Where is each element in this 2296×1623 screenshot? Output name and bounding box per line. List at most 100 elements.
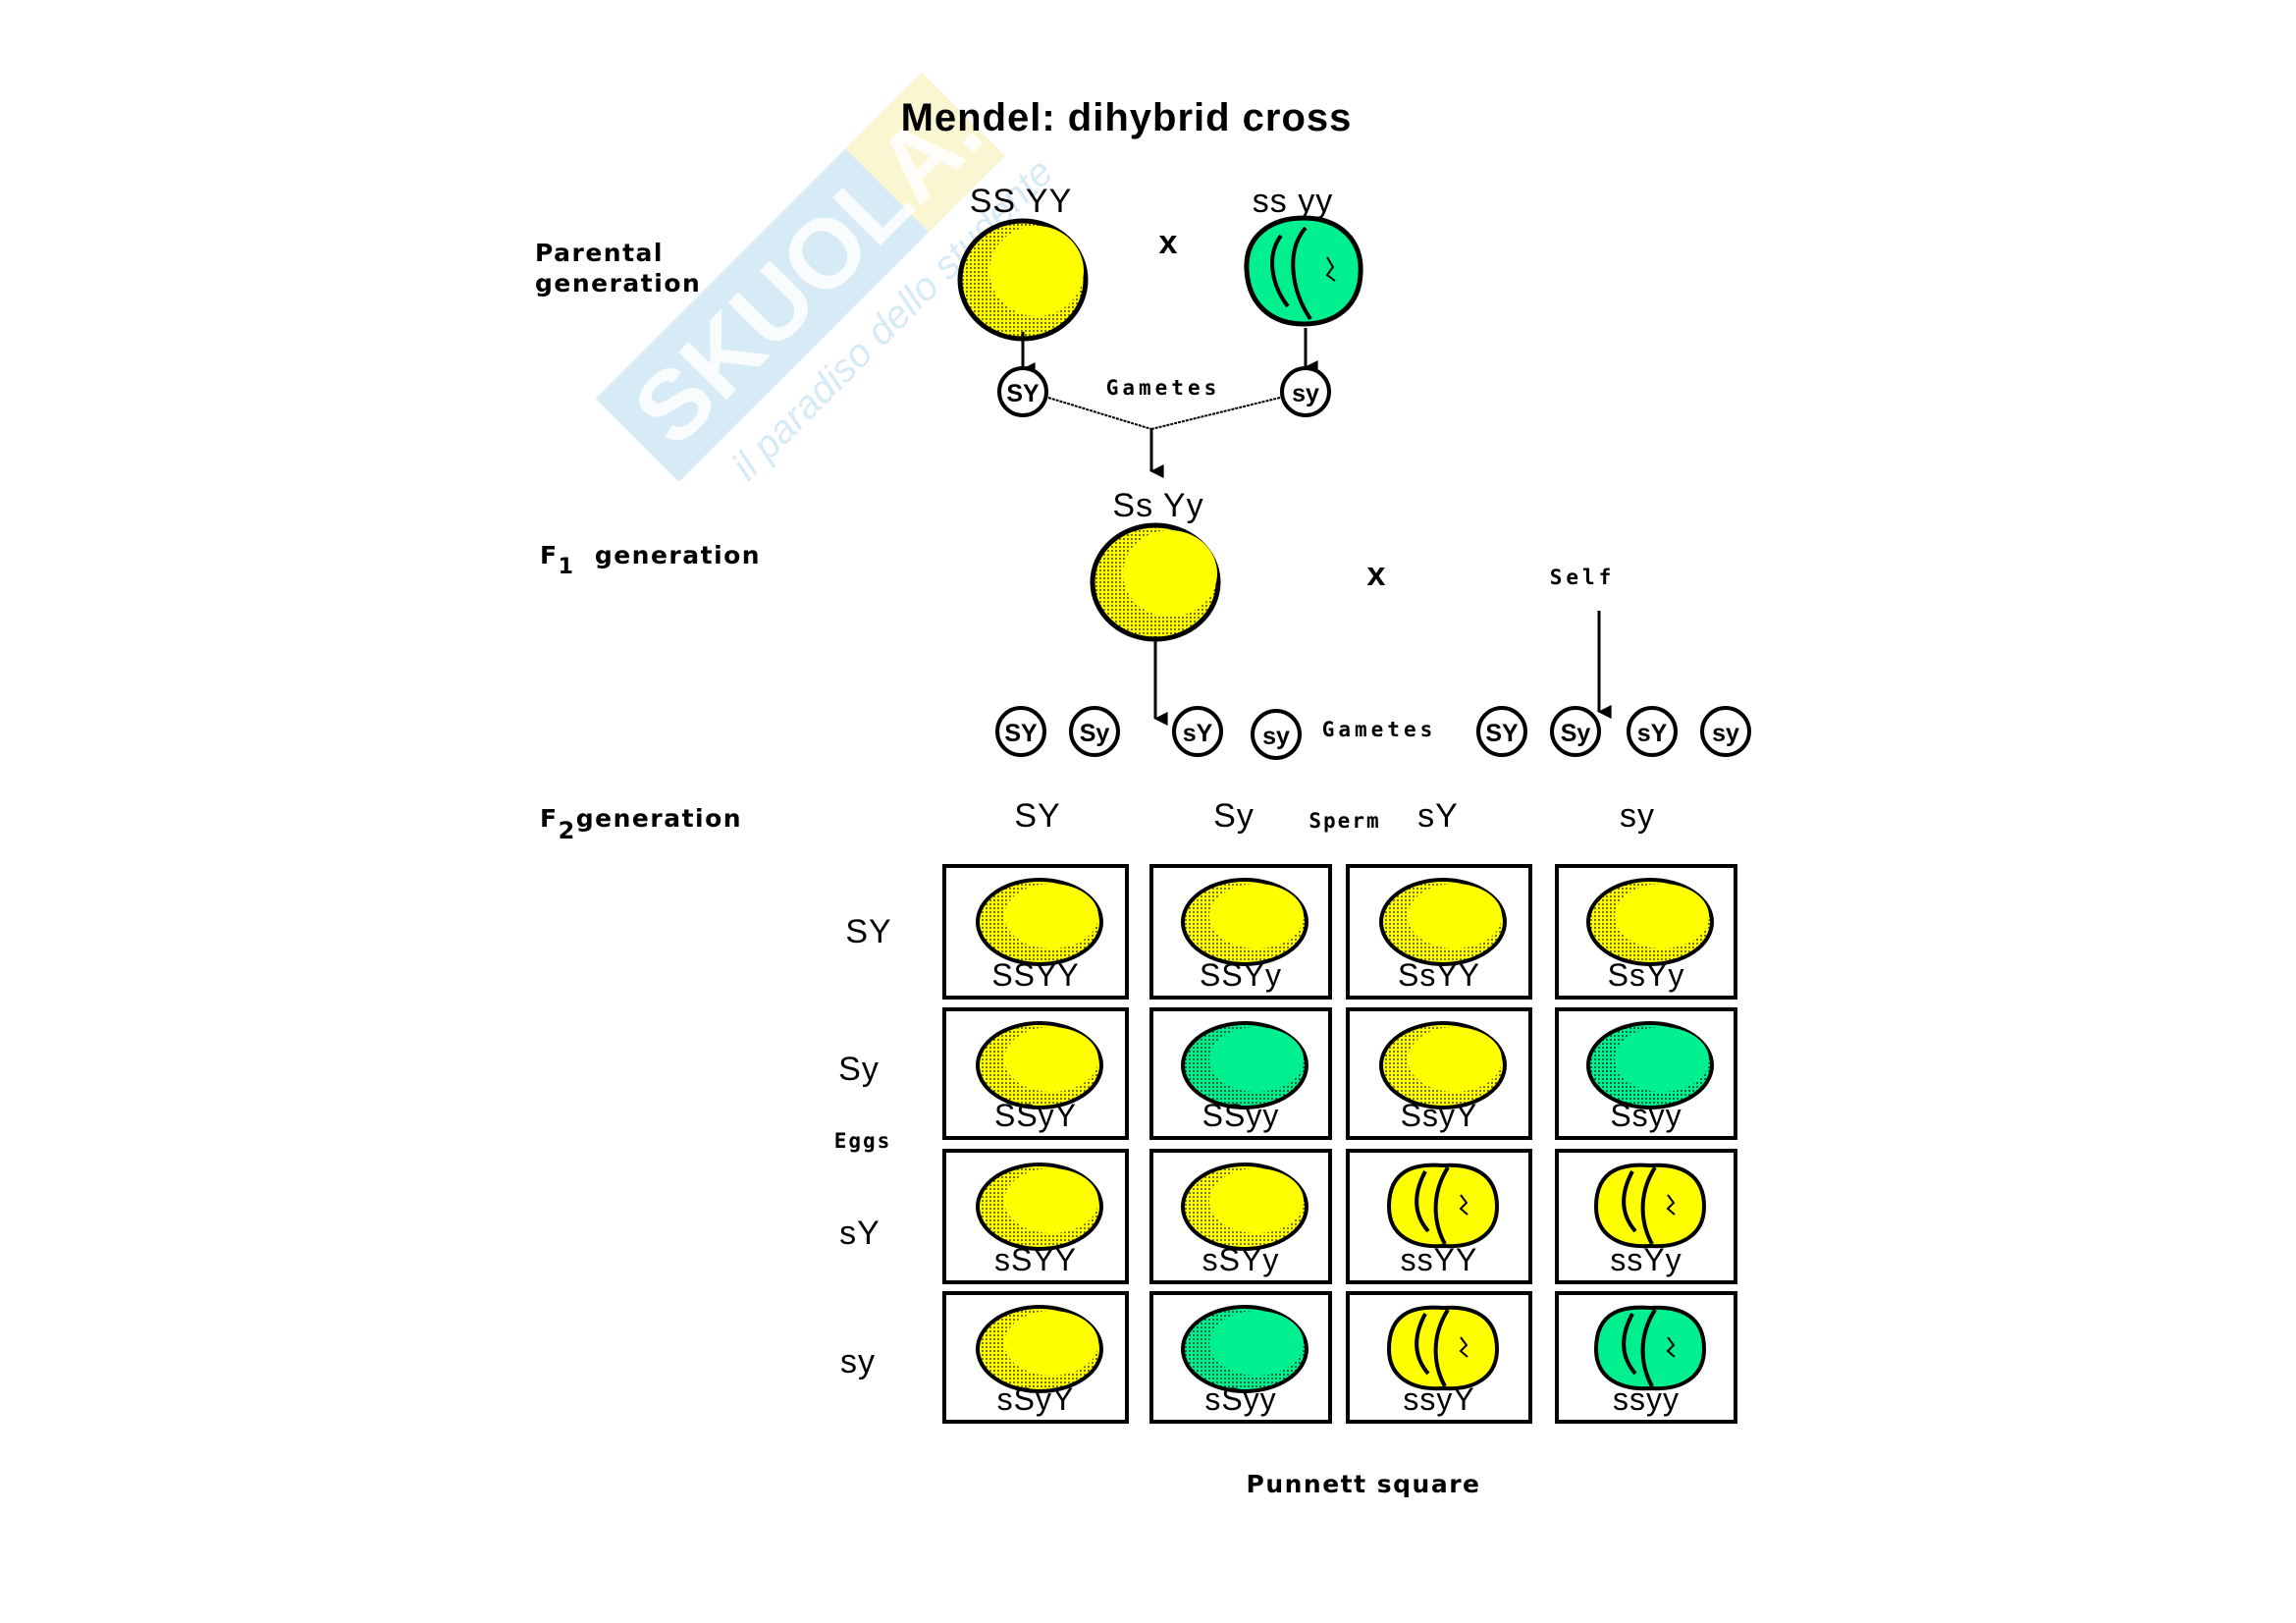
self-label: Self — [1549, 566, 1616, 589]
yellow-wrinkled-pea-icon — [1386, 1163, 1500, 1249]
punnett-cell-genotype: ssyy — [1613, 1381, 1680, 1417]
punnett-cell-genotype: SsYY — [1397, 957, 1481, 993]
gamete-circle: SY — [1476, 706, 1527, 757]
punnett-cell-genotype: ssYY — [1400, 1242, 1478, 1277]
parental-cross-symbol: x — [1158, 224, 1178, 261]
f1-genotype: Ss Yy — [1112, 487, 1204, 524]
parent-yellow-round-pea-icon — [957, 218, 1089, 342]
yellow-round-pea-icon — [976, 1305, 1103, 1393]
yellow-round-pea-icon — [976, 1021, 1103, 1109]
yellow-round-pea-icon — [1181, 878, 1308, 966]
yellow-round-pea-icon — [976, 878, 1103, 966]
gamete-label: Sy — [1561, 720, 1591, 747]
f2-label-main: F — [540, 804, 559, 833]
gamete-circle: SY — [995, 706, 1046, 757]
green-wrinkled-pea-icon — [1593, 1305, 1707, 1391]
f1-gametes-label: Gametes — [1322, 718, 1437, 741]
gamete-label: sy — [1712, 720, 1739, 747]
gamete-circle: sy — [1700, 706, 1751, 757]
punnett-cell: sSyY — [942, 1291, 1129, 1424]
punnett-cell: sSyy — [1149, 1291, 1332, 1424]
parent-green-wrinkled-pea-icon — [1244, 215, 1363, 327]
egg-row-header: SY — [845, 913, 892, 950]
gamete-label: SY — [1485, 720, 1519, 747]
gamete-label: Sy — [1080, 720, 1110, 747]
f1-cross-symbol: x — [1366, 556, 1386, 593]
gamete-circle: sY — [1172, 706, 1223, 757]
punnett-cell: SsYY — [1346, 864, 1532, 1000]
green-round-pea-icon — [1181, 1021, 1308, 1109]
punnett-cell: sSYy — [1149, 1149, 1332, 1284]
punnett-cell: ssyY — [1346, 1291, 1532, 1424]
parental-label-line1: Parental — [535, 239, 664, 267]
punnett-cell: sSYY — [942, 1149, 1129, 1284]
parental-label-line2: generation — [535, 269, 702, 298]
f1-label-rest: generation — [594, 541, 762, 569]
sperm-column-header: sY — [1417, 797, 1459, 835]
gamete-merge-line — [1150, 397, 1281, 430]
gamete-label: SY — [1006, 380, 1040, 407]
diagram-title: Mendel: dihybrid cross — [0, 96, 2296, 140]
punnett-square-caption: Punnett square — [1246, 1470, 1481, 1498]
punnett-cell: SSyy — [1149, 1007, 1332, 1140]
gamete-merge-line — [1047, 397, 1152, 430]
parent-right-genotype: ss yy — [1252, 183, 1334, 220]
yellow-wrinkled-pea-icon — [1593, 1163, 1707, 1249]
punnett-cell-genotype: sSyY — [996, 1381, 1075, 1417]
f1-label-sub: 1 — [558, 555, 575, 579]
f1-generation-label: F1 generation — [540, 540, 762, 579]
gamete-label: sY — [1637, 720, 1668, 747]
punnett-cell-genotype: ssyY — [1403, 1381, 1475, 1417]
egg-row-header: Sy — [838, 1051, 880, 1088]
sperm-column-header: SY — [1014, 797, 1061, 835]
gamete-label: SY — [1004, 720, 1038, 747]
punnett-cell-genotype: sSYy — [1201, 1242, 1280, 1277]
punnett-cell-genotype: sSYY — [993, 1242, 1078, 1277]
gamete-label: sy — [1292, 380, 1319, 407]
gamete-circle: sy — [1280, 366, 1331, 417]
sperm-column-header: Sy — [1213, 797, 1255, 835]
yellow-wrinkled-pea-icon — [1386, 1305, 1500, 1391]
punnett-cell: SSyY — [942, 1007, 1129, 1140]
gamete-circle: Sy — [1069, 706, 1120, 757]
parent-left-genotype: SS YY — [969, 183, 1073, 220]
gamete-circle: sy — [1251, 709, 1302, 760]
title-text: Mendel: dihybrid cross — [900, 96, 1353, 139]
punnett-cell: Ssyy — [1555, 1007, 1737, 1140]
eggs-label: Eggs — [833, 1129, 892, 1153]
gamete-circle: sY — [1627, 706, 1678, 757]
yellow-round-pea-icon — [976, 1163, 1103, 1251]
f2-label-sub: 2 — [558, 817, 576, 844]
gamete-label: sy — [1262, 723, 1290, 750]
gamete-circle: Sy — [1550, 706, 1601, 757]
f2-label-rest: generation — [575, 804, 743, 833]
yellow-round-pea-icon — [1586, 878, 1714, 966]
yellow-round-pea-icon — [1379, 1021, 1507, 1109]
punnett-cell: ssYy — [1555, 1149, 1737, 1284]
punnett-cell-genotype: ssYy — [1610, 1242, 1682, 1277]
punnett-cell-genotype: SSyY — [993, 1098, 1078, 1133]
parental-gametes-label: Gametes — [1106, 376, 1221, 400]
punnett-cell-genotype: SSyy — [1201, 1098, 1280, 1133]
punnett-cell-genotype: SSYy — [1199, 957, 1283, 993]
punnett-cell-genotype: sSyy — [1204, 1381, 1277, 1417]
green-round-pea-icon — [1181, 1305, 1308, 1393]
parental-generation-label: Parental generation — [535, 238, 701, 298]
punnett-cell-genotype: Ssyy — [1610, 1098, 1682, 1133]
yellow-round-pea-icon — [1379, 878, 1507, 966]
punnett-cell-genotype: SsYy — [1607, 957, 1685, 993]
punnett-cell: SsyY — [1346, 1007, 1532, 1140]
punnett-cell-genotype: SsyY — [1400, 1098, 1478, 1133]
gamete-label: sY — [1183, 720, 1213, 747]
f2-generation-label: F2generation — [540, 803, 743, 844]
green-round-pea-icon — [1586, 1021, 1714, 1109]
punnett-cell: SsYy — [1555, 864, 1737, 1000]
sperm-column-header: sy — [1620, 797, 1655, 835]
punnett-cell-genotype: SSYY — [991, 957, 1080, 993]
f1-yellow-round-pea-icon — [1090, 522, 1221, 642]
egg-row-header: sy — [840, 1343, 876, 1380]
punnett-cell: ssyy — [1555, 1291, 1737, 1424]
gamete-circle: SY — [997, 366, 1048, 417]
punnett-cell: SSYy — [1149, 864, 1332, 1000]
